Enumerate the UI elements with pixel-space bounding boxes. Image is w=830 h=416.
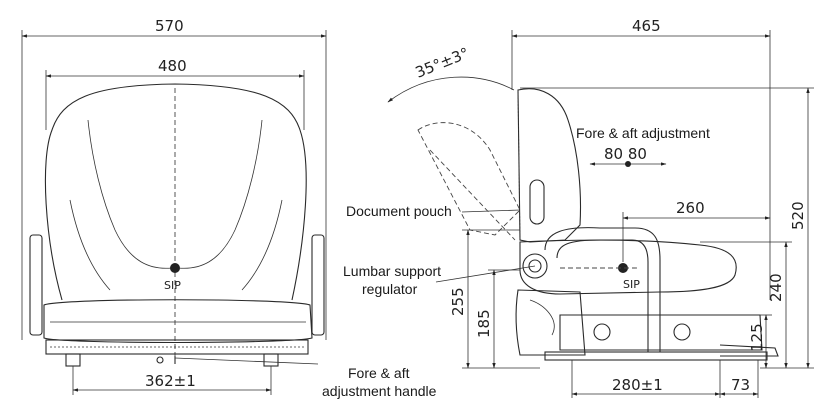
side-reclined-line	[429, 149, 516, 241]
lumbar-label-line1: Lumbar support	[343, 263, 441, 279]
side-sip-marker	[618, 263, 628, 273]
front-seat-cushion	[43, 299, 313, 344]
side-suspension-spring	[529, 299, 555, 336]
dim-240-text: 240	[767, 273, 785, 302]
handle-leader	[174, 357, 319, 365]
side-backrest	[517, 88, 582, 243]
front-right-foot	[263, 353, 279, 367]
dim-260-text: 260	[676, 199, 705, 217]
fore-aft-label: Fore & aft adjustment	[576, 125, 710, 141]
dim-520-text: 520	[789, 201, 807, 230]
front-backrest-fold-left	[69, 199, 111, 291]
front-handle-knob	[156, 356, 164, 364]
document-pouch-label: Document pouch	[346, 203, 452, 219]
lumbar-leader	[435, 265, 536, 283]
side-base-frame	[559, 314, 763, 351]
front-backrest-outline	[44, 83, 307, 301]
dim-80-80-text: 80 80	[604, 145, 647, 163]
dim-480-text: 480	[158, 57, 187, 75]
front-backrest-contour-left	[87, 119, 173, 269]
side-lumbar-knob-outer	[522, 253, 548, 279]
side-sip-label: SIP	[623, 278, 640, 291]
dim-125-text: 125	[748, 323, 766, 352]
front-left-bracket	[29, 234, 43, 336]
handle-label-line2: adjustment handle	[322, 383, 437, 399]
dim-185-text: 185	[475, 309, 493, 338]
fore-aft-center-dot	[625, 161, 631, 167]
lumbar-label-line2: regulator	[362, 281, 418, 297]
front-sip-label: SIP	[164, 279, 181, 292]
front-view: SIP 570 480 362±1	[21, 17, 327, 395]
side-pivot-rear	[673, 323, 691, 341]
side-reclined-backrest	[417, 122, 521, 236]
dim-280-text: 280±1	[612, 376, 663, 394]
dim-angle-text: 35°±3°	[413, 44, 472, 82]
dim-73-text: 73	[731, 376, 750, 394]
dim-362-text: 362±1	[145, 372, 196, 390]
side-suspension-housing	[515, 289, 586, 356]
side-backrest-ratchet	[517, 89, 521, 241]
front-base-rail	[45, 339, 309, 355]
side-lumbar-knob-inner	[528, 259, 542, 273]
front-left-foot	[65, 353, 81, 367]
front-right-bracket	[311, 234, 325, 336]
front-backrest-fold-right	[241, 199, 283, 291]
handle-label-line1: Fore & aft	[348, 365, 410, 381]
document-pouch-leader	[461, 209, 521, 213]
front-sip-marker	[170, 263, 180, 273]
front-backrest-contour-right	[177, 119, 263, 269]
side-pivot-front	[593, 323, 611, 341]
dim-570-text: 570	[155, 17, 184, 35]
dim-255-text: 255	[449, 287, 467, 316]
side-handle	[719, 344, 779, 357]
side-lumbar-slot	[529, 179, 545, 225]
dim-465-text: 465	[632, 17, 661, 35]
side-view: SIP Fore & aft adjustment 80 80 35°±3° 4…	[387, 17, 814, 398]
dim-angle-arc	[387, 76, 515, 103]
side-armrest	[544, 227, 661, 353]
